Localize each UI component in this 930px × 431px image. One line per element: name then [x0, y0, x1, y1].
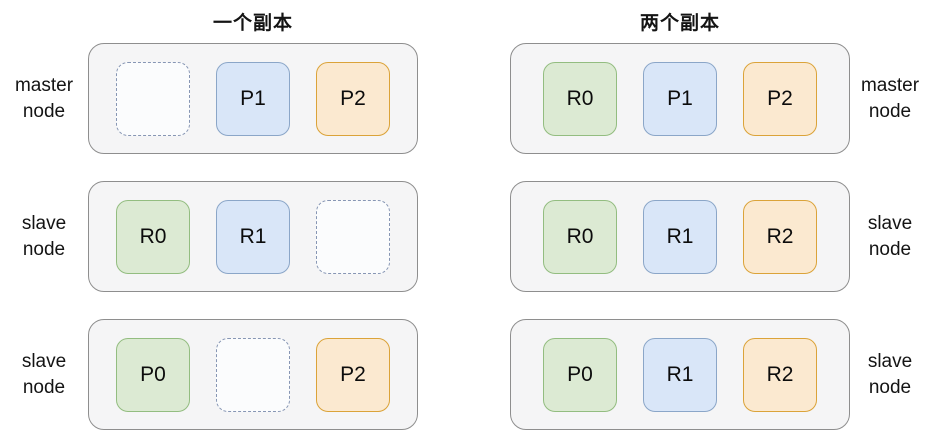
shard-box-r1: R1	[216, 199, 290, 274]
shard-label: R1	[239, 224, 267, 248]
node-label-slave-2: slave node	[867, 351, 913, 398]
shard-box-p0: P0	[543, 337, 617, 412]
one-replica-main: 一个副本 P1 P2 R0 R1	[88, 0, 418, 430]
node-label-master: master node	[14, 75, 74, 122]
shard-label: P0	[567, 362, 593, 386]
shard-label: R1	[666, 224, 694, 248]
shard-box-p0: P0	[116, 337, 190, 412]
node-label-master: master node	[860, 75, 920, 122]
left-label-column: master node slave node slave node	[0, 0, 88, 430]
shard-label: R0	[139, 224, 167, 248]
two-replica-main: 两个副本 R0 P1 P2 R0 R1	[510, 0, 850, 430]
shard-label: R0	[566, 224, 594, 248]
shard-label: P2	[340, 362, 366, 386]
shard-label: P0	[140, 362, 166, 386]
empty-shard-placeholder	[316, 199, 390, 274]
master-node-container: P1 P2	[88, 43, 418, 154]
shard-label: R0	[566, 86, 594, 110]
shard-box-r0: R0	[543, 199, 617, 274]
shard-label: P2	[767, 86, 793, 110]
shard-label: R2	[766, 224, 794, 248]
shard-box-p1: P1	[216, 61, 290, 136]
slave-node-container: R0 R1	[88, 181, 418, 292]
shard-box-r0: R0	[543, 61, 617, 136]
shard-label: R1	[666, 362, 694, 386]
right-label-column: master node slave node slave node	[850, 0, 930, 430]
shard-box-p2: P2	[743, 61, 817, 136]
column-title-two-replicas: 两个副本	[639, 13, 720, 34]
node-label-slave-1: slave node	[867, 213, 913, 260]
node-label-slave-2: slave node	[21, 351, 67, 398]
shard-box-r1: R1	[643, 337, 717, 412]
one-replica-column: master node slave node slave node 一个副本 P…	[0, 0, 418, 431]
shard-box-r2: R2	[743, 337, 817, 412]
column-title-one-replica: 一个副本	[212, 13, 293, 34]
shard-box-p2: P2	[316, 61, 390, 136]
shard-label: P2	[340, 86, 366, 110]
two-replica-column: 两个副本 R0 P1 P2 R0 R1	[510, 0, 930, 431]
empty-shard-placeholder	[116, 61, 190, 136]
shard-box-r2: R2	[743, 199, 817, 274]
shard-box-r0: R0	[116, 199, 190, 274]
shard-box-r1: R1	[643, 199, 717, 274]
shard-label: R2	[766, 362, 794, 386]
master-node-container: R0 P1 P2	[510, 43, 850, 154]
slave-node-container: R0 R1 R2	[510, 181, 850, 292]
slave-node-container: P0 P2	[88, 319, 418, 430]
shard-label: P1	[667, 86, 693, 110]
empty-shard-placeholder	[216, 337, 290, 412]
node-label-slave-1: slave node	[21, 213, 67, 260]
shard-label: P1	[240, 86, 266, 110]
slave-node-container: P0 R1 R2	[510, 319, 850, 430]
shard-box-p1: P1	[643, 61, 717, 136]
shard-box-p2: P2	[316, 337, 390, 412]
